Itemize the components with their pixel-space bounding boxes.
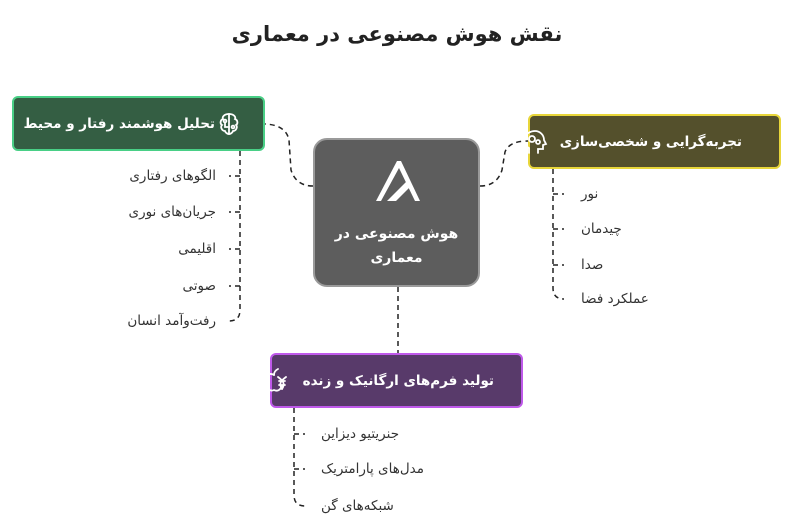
- leaf-experience-1: نور: [581, 186, 599, 202]
- connector-behavior-leaves: [228, 151, 241, 322]
- connector-experience-leaves: [552, 169, 565, 300]
- branch-experience-label: تجربه‌گرایی و شخصی‌سازی: [559, 133, 742, 150]
- center-node: هوش مصنوعی در معماری: [313, 138, 480, 287]
- connector-center-behavior: [264, 123, 314, 187]
- diagram-title: نقش هوش مصنوعی در معماری: [231, 22, 563, 46]
- brain-circuit-icon: [219, 112, 239, 135]
- branch-forms-label: تولید فرم‌های ارگانیک و زنده: [302, 372, 494, 389]
- apple-dna-icon: [263, 367, 287, 392]
- branch-behavior: تحلیل هوشمند رفتار و محیط: [12, 96, 265, 151]
- leaf-experience-3: صدا: [581, 257, 604, 273]
- branch-experience: تجربه‌گرایی و شخصی‌سازی: [523, 114, 781, 169]
- leaf-behavior-5: رفت‌وآمد انسان: [127, 313, 216, 329]
- branch-forms: تولید فرم‌های ارگانیک و زنده: [263, 353, 523, 408]
- leaf-experience-4: عملکرد فضا: [581, 291, 649, 307]
- leaf-forms-3: شبکه‌های گن: [321, 498, 394, 514]
- leaf-behavior-4: صوتی: [182, 278, 216, 294]
- autodesk-logo-icon: [376, 161, 420, 201]
- leaf-behavior-2: جریان‌های نوری: [128, 204, 217, 220]
- connector-center-experience: [479, 140, 529, 187]
- leaf-forms-1: جنریتیو دیزاین: [321, 426, 400, 442]
- leaf-experience-2: چیدمان: [581, 221, 622, 237]
- leaf-behavior-3: اقلیمی: [178, 241, 216, 257]
- leaf-forms-2: مدل‌های پارامتریک: [321, 461, 424, 477]
- center-label: هوش مصنوعی در معماری: [334, 226, 459, 266]
- branch-behavior-label: تحلیل هوشمند رفتار و محیط: [23, 115, 215, 132]
- leaf-behavior-1: الگوهای رفتاری: [129, 168, 216, 184]
- connector-forms-leaves: [293, 408, 306, 507]
- head-gears-icon: [523, 129, 547, 154]
